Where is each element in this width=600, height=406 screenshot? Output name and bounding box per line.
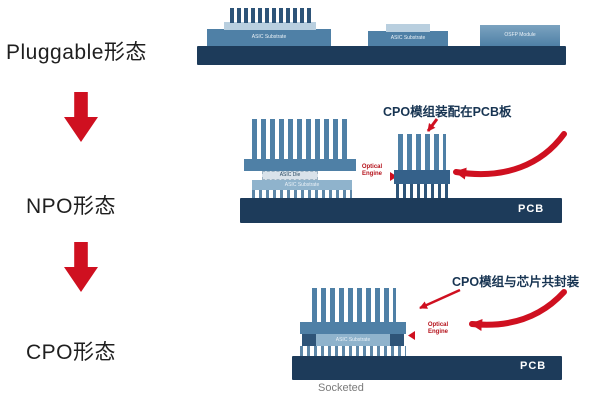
red-swoosh-arrow-icon [453, 131, 567, 180]
asic-substrate: ASIC Substrate [368, 31, 448, 46]
asic-substrate: ASIC Substrate [207, 29, 331, 46]
base-plate [386, 24, 430, 32]
optical-engine-block [390, 334, 404, 346]
base-plate [224, 22, 316, 30]
base-plate [300, 322, 406, 334]
annotation-arrow-icon [426, 118, 439, 132]
pcb-label: PCB [520, 360, 547, 372]
pcb-bar [292, 356, 562, 380]
stage-label-npo: NPO形态 [26, 195, 117, 218]
socketed-label: Socketed [318, 382, 364, 394]
heatsink-fins [312, 288, 396, 322]
asic-substrate: ASIC Substrate [252, 180, 352, 190]
socket-pins [300, 346, 406, 356]
optical-engine-arrow-icon [390, 172, 397, 181]
optical-engine-label: Optical Engine [361, 164, 383, 177]
heatsink-fins [230, 8, 312, 23]
bga-balls [252, 190, 352, 198]
optical-engine-block [302, 334, 316, 346]
npo-annotation: CPO模组装配在PCB板 [383, 105, 512, 119]
stage-label-pluggable: Pluggable形态 [6, 41, 147, 64]
cpo-annotation: CPO模组与芯片共封装 [452, 275, 580, 289]
red-swoosh-arrow-icon [469, 289, 567, 331]
asic-die: ASIC Die [262, 171, 318, 180]
optical-engine-arrow-icon [408, 331, 415, 340]
heatsink-fins [252, 119, 348, 159]
cpo-module-pins [396, 184, 448, 198]
cpo-module-body [394, 170, 450, 184]
pcb-bar [240, 198, 562, 223]
annotation-arrow-icon [419, 288, 461, 310]
base-plate [244, 159, 356, 171]
down-arrow-icon [64, 242, 98, 292]
optical-engine-label: Optical Engine [427, 322, 449, 335]
pluggable-board [197, 46, 566, 65]
asic-substrate: ASIC Substrate [316, 334, 390, 346]
stage-label-cpo: CPO形态 [26, 341, 117, 364]
pcb-label: PCB [518, 203, 545, 215]
pluggable-optical-module: OSFP Module [480, 25, 560, 46]
cpo-module-fins [398, 134, 446, 170]
down-arrow-icon [64, 92, 98, 142]
